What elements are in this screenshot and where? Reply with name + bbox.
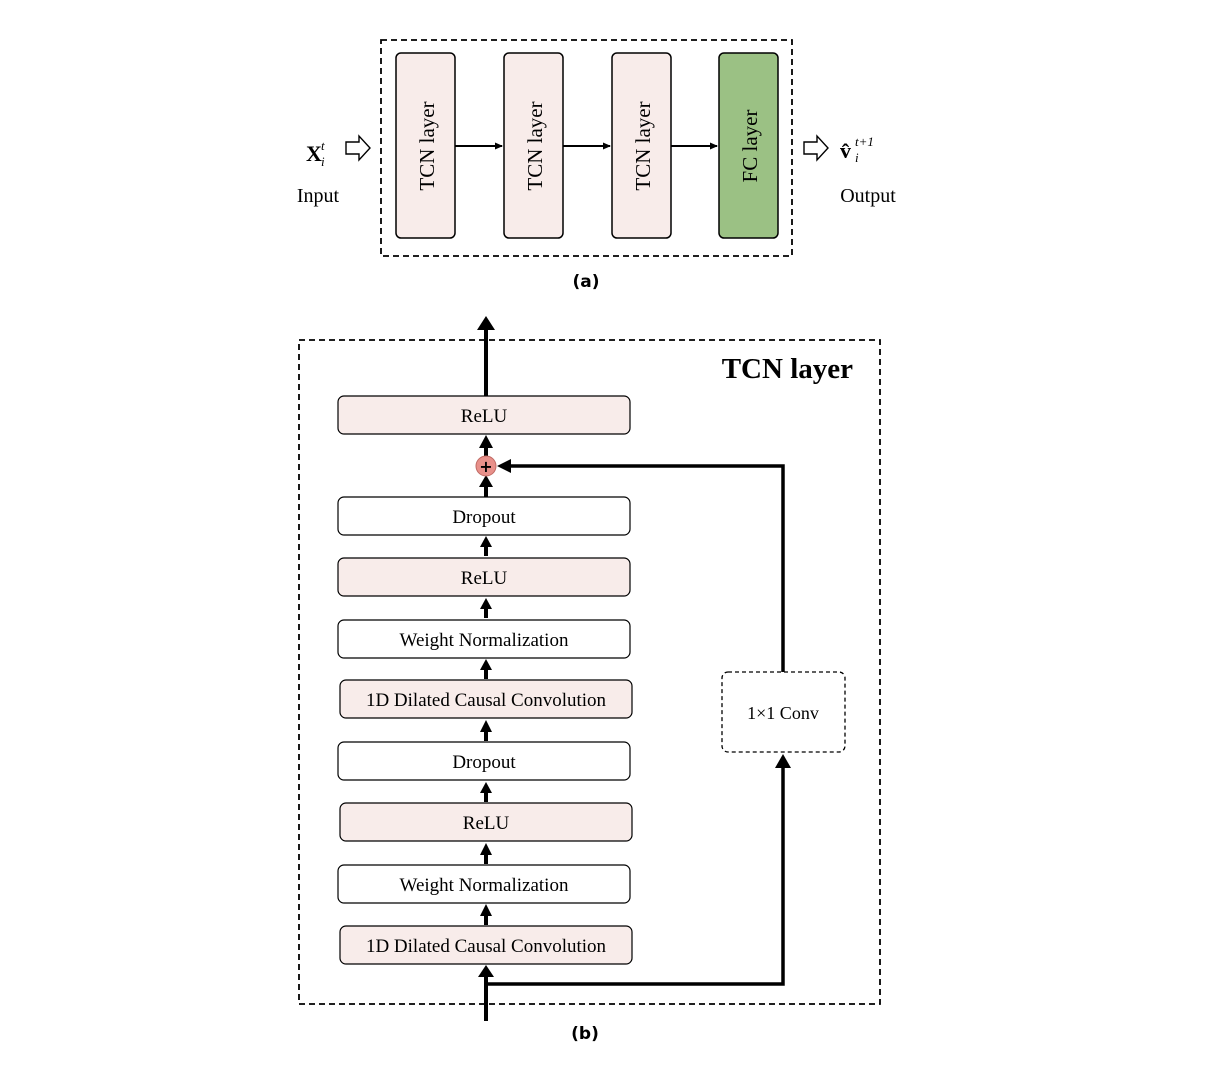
tcn-layer-label-1: TCN layer	[415, 101, 439, 190]
input-arrow-head-icon	[478, 965, 494, 977]
output-symbol: v̂	[840, 138, 851, 163]
input-subscript: i	[321, 154, 325, 169]
sum-node	[475, 455, 497, 477]
input-symbol: X	[306, 141, 322, 166]
arrow-head-icon	[480, 720, 492, 732]
relu-block-top-label: ReLU	[461, 406, 508, 427]
dilated-conv-block-upper-label: 1D Dilated Causal Convolution	[366, 690, 607, 711]
panel-a-caption: (a)	[572, 272, 599, 292]
shortcut-upper-path	[508, 464, 785, 672]
dropout-block-upper-label: Dropout	[452, 507, 516, 528]
sum-to-relu-head-icon	[479, 435, 493, 448]
output-arrow-head-icon	[477, 316, 495, 330]
output-hollow-arrow-icon	[803, 134, 829, 162]
arrow-head-icon	[480, 659, 492, 670]
panel-a-frame	[380, 39, 793, 257]
dilated-conv-block-upper	[339, 679, 633, 719]
sum-plus-icon: +	[479, 457, 492, 476]
arrow-head-icon	[480, 843, 492, 855]
one-by-one-conv-box	[721, 671, 846, 753]
tcn-layer-label-3: TCN layer	[631, 101, 655, 190]
panel-b: TCN layer ReLU Dropout ReLU Weight Norma…	[298, 316, 881, 1044]
output-subscript: i	[855, 150, 859, 165]
shortcut-lower-arrow-head-icon	[775, 754, 791, 768]
shortcut-lower-path	[486, 766, 785, 986]
relu-block-upper	[337, 557, 631, 597]
fc-layer-box	[718, 52, 779, 239]
output-label: Output	[840, 185, 896, 207]
relu-block-upper-label: ReLU	[461, 568, 508, 589]
dilated-conv-block-lower-label: 1D Dilated Causal Convolution	[366, 936, 607, 957]
dropout-to-sum-head-icon	[479, 475, 493, 487]
weight-norm-block-lower-label: Weight Normalization	[400, 875, 569, 896]
dropout-block-lower-label: Dropout	[452, 752, 516, 773]
output-superscript: t+1	[855, 134, 874, 149]
weight-norm-block-upper-label: Weight Normalization	[400, 630, 569, 651]
panel-a: X t i Input TCN layer TCN layer TCN laye…	[297, 39, 896, 292]
input-hollow-arrow-icon	[345, 134, 371, 162]
fc-layer-label: FC layer	[738, 110, 762, 183]
panel-b-frame	[298, 339, 881, 1005]
arrow-head-icon	[480, 904, 492, 916]
tcn-layer-title: TCN layer	[722, 353, 853, 385]
tcn-layer-label-2: TCN layer	[523, 101, 547, 190]
dropout-block-lower	[337, 741, 631, 781]
arrow-head-icon	[480, 782, 492, 793]
panel-b-caption: (b)	[571, 1024, 599, 1044]
weight-norm-block-upper	[337, 619, 631, 659]
shortcut-upper-arrow-head-icon	[497, 459, 511, 473]
weight-norm-block-lower	[337, 864, 631, 904]
arrow-head-icon	[480, 598, 492, 609]
dilated-conv-block-lower	[339, 925, 633, 965]
one-by-one-conv-label: 1×1 Conv	[747, 703, 819, 723]
input-label: Input	[297, 185, 340, 207]
relu-block-lower-label: ReLU	[463, 813, 510, 834]
arrow-head-icon	[480, 536, 492, 547]
input-superscript: t	[321, 138, 325, 153]
relu-block-lower	[339, 802, 633, 842]
